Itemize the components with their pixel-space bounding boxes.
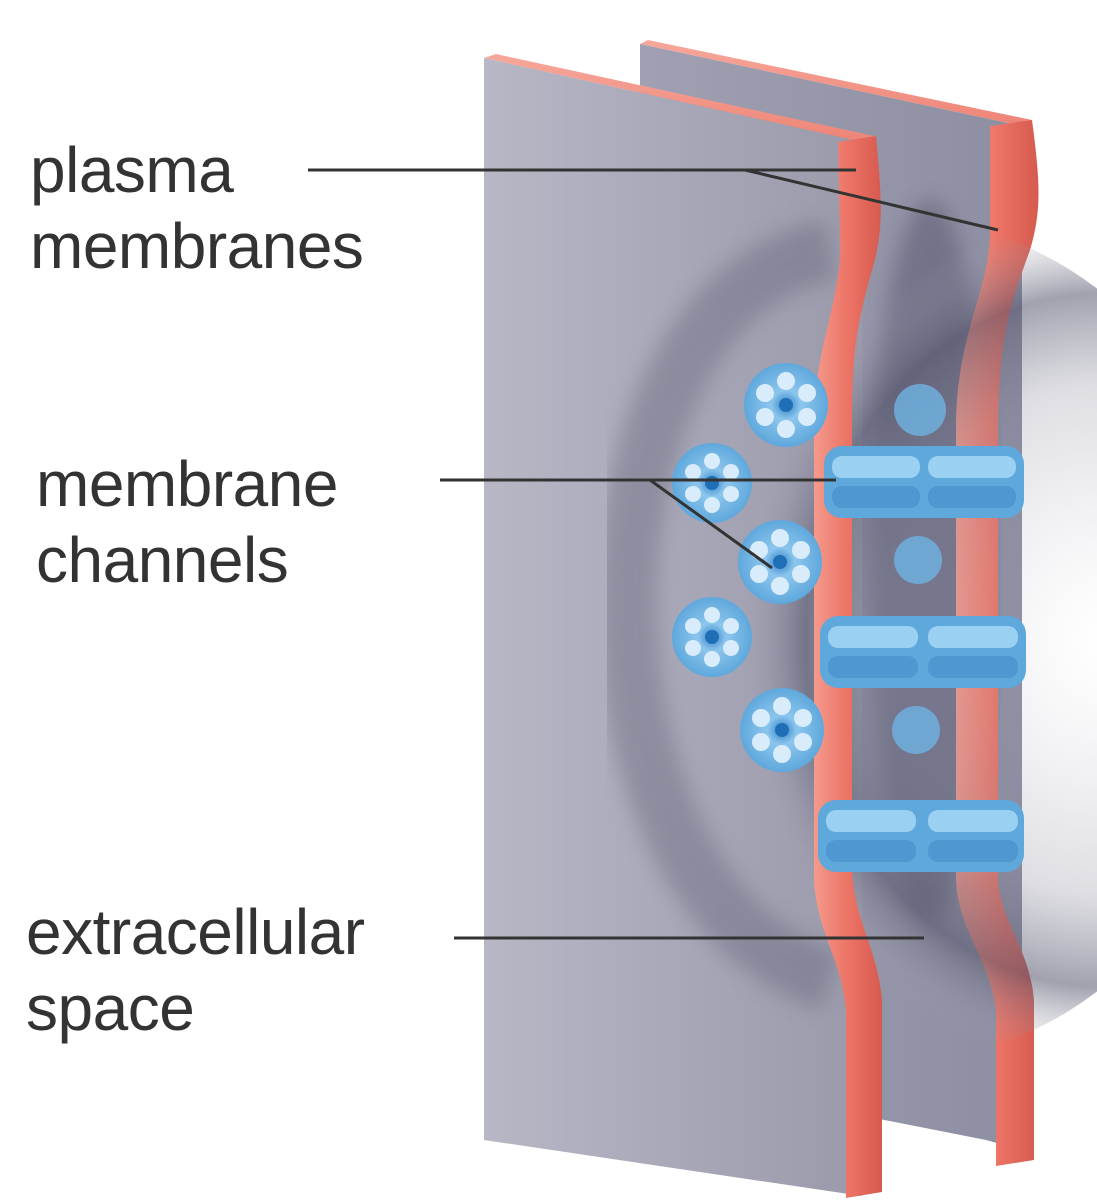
- leader-membrane-channels: [440, 478, 836, 570]
- label-channels-line1: membrane: [36, 448, 338, 520]
- label-channels-line2: channels: [36, 524, 289, 596]
- channel-1: [744, 363, 828, 447]
- leader-plasma-membranes: [308, 168, 999, 232]
- label-plasma-membranes: plasma membranes: [30, 132, 364, 284]
- leader-lines: [308, 168, 999, 940]
- channels-face-view: [672, 363, 946, 772]
- label-membrane-channels: membrane channels: [36, 446, 338, 598]
- label-extracellular-space: extracellular space: [26, 894, 365, 1046]
- label-space-line1: extracellular: [26, 896, 365, 968]
- channel-6: [894, 384, 946, 436]
- channel-3: [738, 520, 822, 604]
- junction-channel-lower: [818, 800, 1024, 872]
- channel-4: [672, 597, 752, 677]
- channels-side-view: [818, 446, 1026, 872]
- junction-channel-upper: [824, 446, 1024, 518]
- label-space-line2: space: [26, 972, 195, 1044]
- channel-8: [892, 706, 940, 754]
- label-plasma-line2: membranes: [30, 210, 364, 282]
- junction-channel-middle: [820, 616, 1026, 688]
- label-plasma-line1: plasma: [30, 134, 234, 206]
- channel-7: [894, 536, 942, 584]
- channel-2: [672, 443, 752, 523]
- channel-5: [740, 688, 824, 772]
